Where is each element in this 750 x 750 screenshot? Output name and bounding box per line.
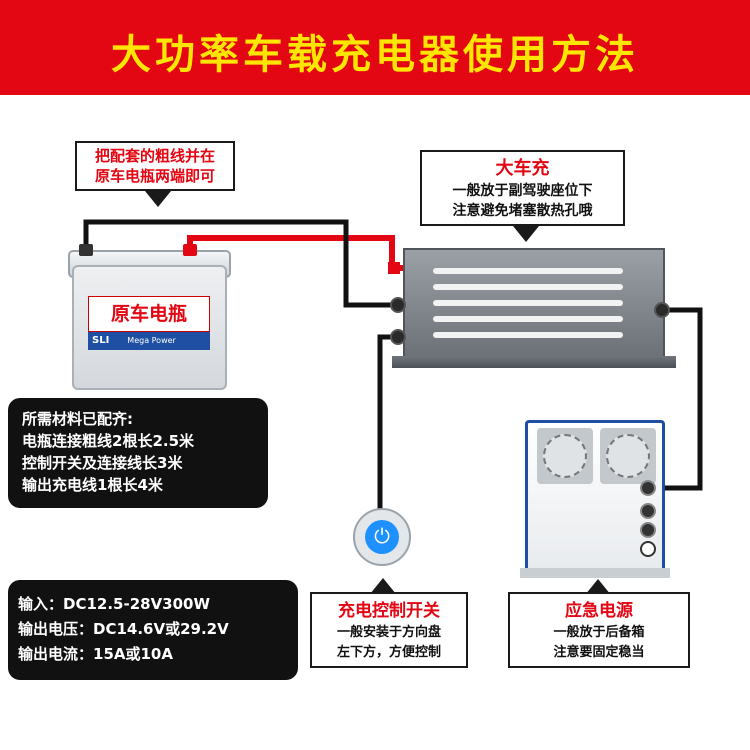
charger-port <box>390 329 406 345</box>
battery-small-text: Mega Power <box>127 336 176 345</box>
output-charging-wire <box>648 307 703 491</box>
charger-vent <box>433 300 623 306</box>
spec-input: 输入：DC12.5-28V300W <box>18 595 211 613</box>
callout-charger-title: 大车充 <box>495 158 550 179</box>
supply-input-port <box>640 480 656 496</box>
callout-switch-title: 充电控制开关 <box>338 601 440 621</box>
battery-positive-terminal <box>183 244 197 256</box>
callout-charger-line1: 一般放于副驾驶座位下 <box>452 183 593 199</box>
power-icon: ⏻ <box>365 520 399 554</box>
supply-base <box>520 568 670 578</box>
charge-control-switch[interactable]: ⏻ <box>353 508 411 566</box>
charger-vent <box>433 316 623 322</box>
materials-item: 输出充电线1根长4米 <box>22 476 163 494</box>
callout-supply-pointer <box>585 579 611 595</box>
callout-battery-wire: 把配套的粗线并在 原车电瓶两端即可 <box>75 141 235 191</box>
fan-icon <box>543 434 587 478</box>
supply-port <box>640 522 656 538</box>
battery-brand-strip: SLI Mega Power <box>88 332 210 350</box>
callout-supply-line2: 注意要固定稳当 <box>553 645 645 660</box>
charger-base <box>392 356 676 368</box>
callout-switch: 充电控制开关 一般安装于方向盘 左下方，方便控制 <box>310 592 468 668</box>
callout-charger: 大车充 一般放于副驾驶座位下 注意避免堵塞散热孔哦 <box>420 150 625 226</box>
materials-item: 控制开关及连接线长3米 <box>22 454 183 472</box>
materials-item: 电瓶连接粗线2根长2.5米 <box>22 432 195 450</box>
charger-port <box>390 297 406 313</box>
battery-negative-terminal <box>79 244 93 256</box>
callout-battery-wire-line1: 把配套的粗线并在 <box>94 147 215 165</box>
battery-brand: SLI <box>92 335 110 346</box>
charger-output-port <box>654 302 670 318</box>
callout-supply: 应急电源 一般放于后备箱 注意要固定稳当 <box>508 592 690 668</box>
charger-vent <box>433 268 623 274</box>
supply-port <box>640 503 656 519</box>
callout-switch-line1: 一般安装于方向盘 <box>336 625 441 640</box>
callout-supply-line1: 一般放于后备箱 <box>553 625 645 640</box>
black-negative-wire <box>83 219 403 308</box>
callout-charger-pointer <box>513 226 539 242</box>
header-banner: 大功率车载充电器使用方法 <box>0 0 750 95</box>
materials-box: 所需材料已配齐: 电瓶连接粗线2根长2.5米 控制开关及连接线长3米 输出充电线… <box>8 398 268 508</box>
specs-box: 输入：DC12.5-28V300W 输出电压：DC14.6V或29.2V 输出电… <box>8 580 298 680</box>
charger-vent <box>433 332 623 338</box>
callout-supply-title: 应急电源 <box>565 601 633 621</box>
fan-icon <box>606 434 650 478</box>
page-title: 大功率车载充电器使用方法 <box>111 32 639 78</box>
callout-charger-line2: 注意避免堵塞散热孔哦 <box>452 203 593 219</box>
callout-switch-line2: 左下方，方便控制 <box>336 645 441 660</box>
callout-battery-wire-line2: 原车电瓶两端即可 <box>94 167 215 185</box>
spec-output-current: 输出电流：15A或10A <box>18 645 173 663</box>
spec-output-voltage: 输出电压：DC14.6V或29.2V <box>18 620 229 638</box>
battery-label: 原车电瓶 <box>88 296 210 332</box>
callout-switch-pointer <box>370 578 396 594</box>
charger-vent <box>433 284 623 290</box>
materials-title: 所需材料已配齐: <box>22 410 133 428</box>
callout-battery-wire-pointer <box>145 191 171 207</box>
plus-terminal-marker <box>388 262 400 274</box>
supply-power-button <box>640 541 656 557</box>
